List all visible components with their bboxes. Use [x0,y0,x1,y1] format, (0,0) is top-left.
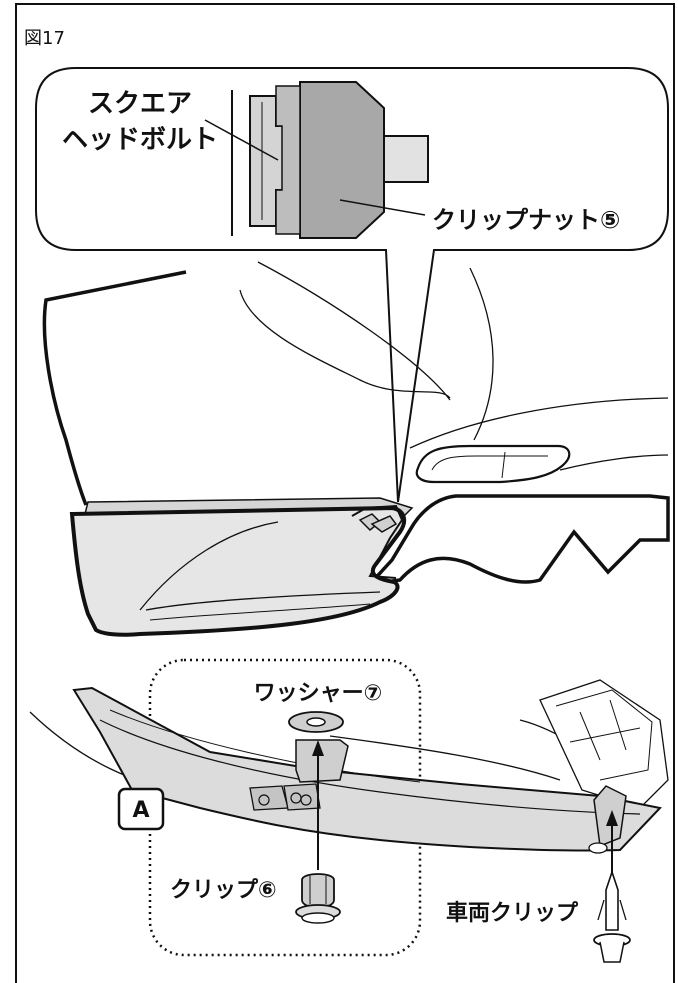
clip-nut-drawing [275,81,429,239]
figure-number: 図17 [24,28,65,49]
rear-side-spoiler [69,505,407,637]
mount-hook [351,504,404,579]
square-head-bolt-label-line2: ヘッドボルト [62,125,218,155]
vehicle-clip [593,869,631,963]
bolt-leader-line [204,119,279,161]
detail-a-marker-box [117,787,165,831]
vehicle-body-corner [539,679,669,809]
exhaust-outlet [415,444,571,484]
washer-7 [288,711,344,733]
page-frame [15,3,675,983]
rear-bumper-illustration [42,261,670,637]
clip-label: クリップ⑥ [170,878,277,903]
clip-nut-leader-line [339,199,426,216]
spoiler-bottom-view [72,686,662,852]
washer-label: ワッシャー⑦ [254,681,383,706]
callout-bubble: スクエア ヘッドボルト クリップナット⑤ [35,67,669,503]
square-head-bolt-label-line1: スクエア [88,89,192,119]
detail-a-dotted-frame [148,658,422,957]
clip-nut-label: クリップナット⑤ [432,206,620,234]
body-thick-outline [42,270,187,506]
clip-6 [295,873,341,924]
detail-a: A ワッシャー⑦ クリップ⑥ 車両クリップ [29,658,669,963]
diffuser-outline [365,494,670,587]
vehicle-clip-label: 車両クリップ [446,901,579,926]
detail-a-marker: A [132,798,149,823]
callout-outline [35,67,669,503]
